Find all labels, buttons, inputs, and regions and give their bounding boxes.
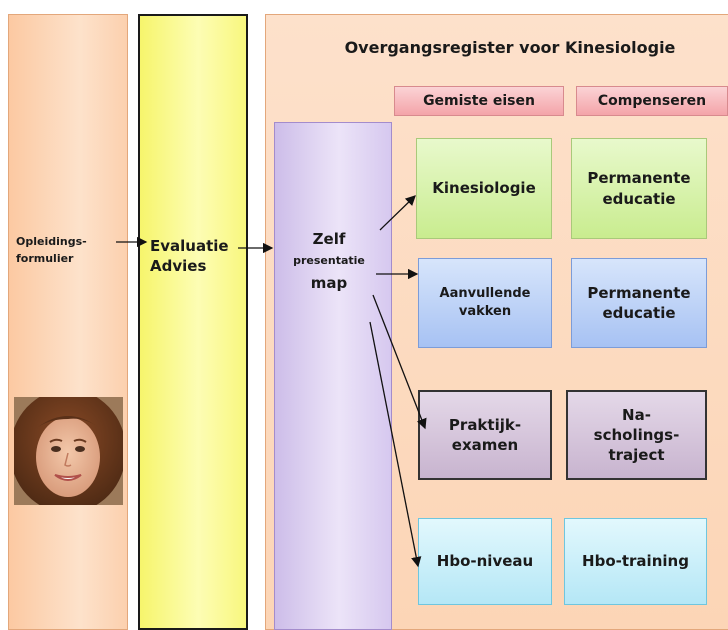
hbo-training-box: Hbo-training bbox=[564, 518, 707, 605]
header-compenseren: Compenseren bbox=[576, 86, 728, 116]
page-title: Overgangsregister voor Kinesiologie bbox=[344, 38, 676, 57]
zelfpresentatie-box bbox=[274, 122, 392, 630]
presentatie-label: presentatie bbox=[293, 254, 365, 267]
evaluatie-panel bbox=[138, 14, 248, 630]
portrait-photo bbox=[14, 397, 123, 505]
zelf-label: Zelf bbox=[312, 230, 346, 248]
permanente-educatie-box-1: Permanente educatie bbox=[571, 138, 707, 239]
hbo-niveau-box: Hbo-niveau bbox=[418, 518, 552, 605]
arrow-zelf-to-kinesiologie bbox=[379, 195, 416, 231]
header-gemiste-eisen: Gemiste eisen bbox=[394, 86, 564, 116]
kinesiologie-box: Kinesiologie bbox=[416, 138, 552, 239]
arrow-zelf-to-praktijkexamen bbox=[372, 294, 427, 430]
permanente-educatie-box-2: Permanente educatie bbox=[571, 258, 707, 348]
map-label: map bbox=[310, 274, 348, 292]
evaluatie-advies-label: Evaluatie Advies bbox=[150, 237, 229, 276]
left-panel bbox=[8, 14, 128, 630]
opleidingsformulier-label: Opleidings- formulier bbox=[16, 235, 87, 266]
nascholingstraject-box: Na- scholings- traject bbox=[566, 390, 707, 480]
praktijkexamen-box: Praktijk- examen bbox=[418, 390, 552, 480]
aanvullende-vakken-box: Aanvullende vakken bbox=[418, 258, 552, 348]
arrow-zelf-to-hbo-niveau bbox=[369, 321, 422, 568]
